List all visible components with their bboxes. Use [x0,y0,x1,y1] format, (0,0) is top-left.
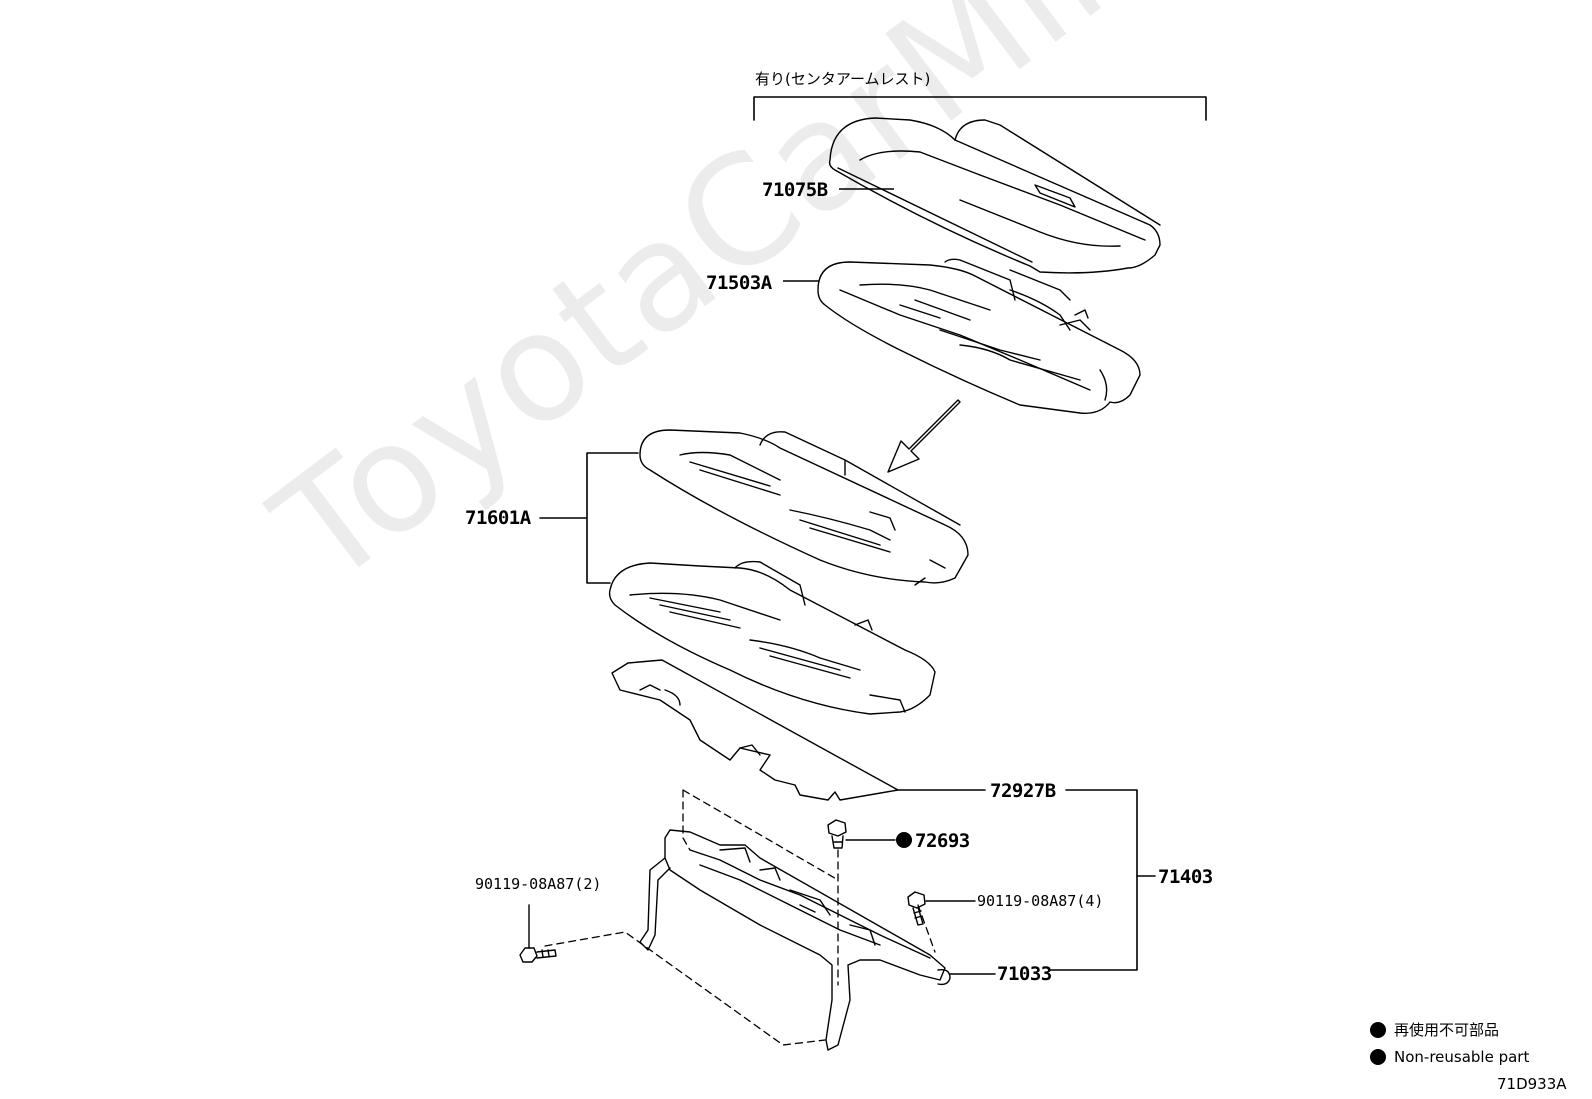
clip-72693 [827,819,896,849]
bolt-right [907,891,976,926]
part-label-72927B: 72927B [990,780,1056,802]
leader-71503A [783,280,819,282]
header-note: 有り(センタアームレスト) [755,70,931,88]
non-reusable-marker-72693 [896,832,912,848]
leader-71075B [839,188,894,190]
part-label-71075B: 71075B [762,179,828,201]
bolt-left [519,904,557,963]
figure-code: 71D933A [1497,1075,1567,1093]
part-label-71601A: 71601A [465,507,531,529]
dashed-assembly-lines [544,789,936,1046]
legend-japanese: 再使用不可部品 [1370,1021,1499,1039]
part-label-90119-left: 90119-08A87(2) [475,875,602,893]
seat-cushion-assy-71601A [608,429,969,715]
seat-cushion-pad-71503A [817,258,1141,414]
part-label-71403: 71403 [1158,866,1213,888]
non-reusable-dot-icon [1370,1049,1386,1065]
legend-english: Non-reusable part [1370,1048,1529,1066]
center-armrest-bracket [753,96,1207,121]
leader-72927B [897,789,1156,971]
legend-jp-text: 再使用不可部品 [1394,1021,1500,1039]
legend-en-text: Non-reusable part [1394,1048,1530,1066]
part-label-90119-right: 90119-08A87(4) [977,892,1104,910]
part-label-72693: 72693 [915,830,970,852]
seat-frame-71033 [639,829,951,1051]
bracket-71601A [539,452,639,584]
part-label-71503A: 71503A [706,272,772,294]
seat-cushion-cover-71075B [828,117,1161,274]
part-label-71033: 71033 [997,963,1052,985]
assembly-arrow [887,399,961,473]
non-reusable-dot-icon [1370,1022,1386,1038]
